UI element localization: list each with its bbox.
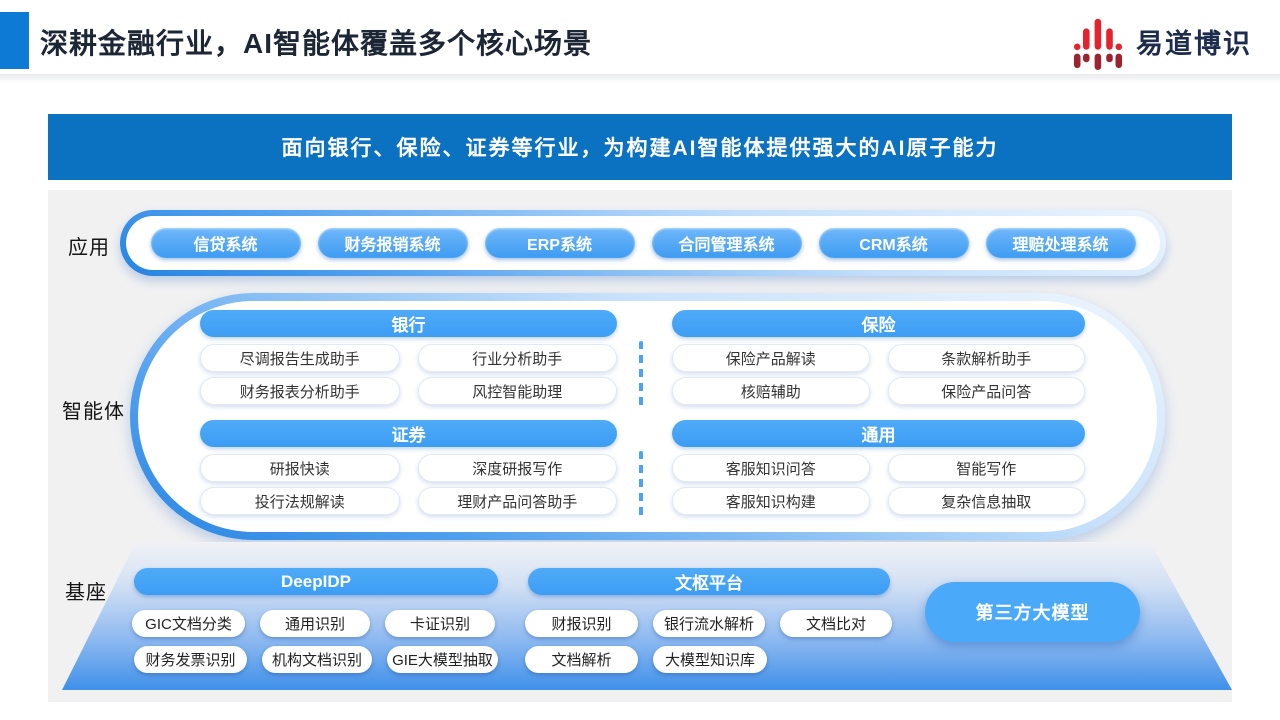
group-header-bank: 银行 [200, 310, 617, 337]
agent-item: 智能写作 [887, 454, 1085, 482]
base-item: 银行流水解析 [653, 610, 765, 637]
red-soundwave-bars-icon [1073, 18, 1123, 70]
agent-item: 理财产品问答助手 [417, 487, 617, 515]
agent-row: 研报快读 深度研报写作 [200, 454, 617, 482]
group-header-general: 通用 [672, 420, 1085, 447]
agent-item: 复杂信息抽取 [887, 487, 1085, 515]
header-divider [0, 74, 1280, 83]
application-row-label: 应用 [68, 237, 110, 259]
system-pill-erp: ERP系统 [484, 228, 635, 258]
column-divider-dashed-line [639, 341, 643, 407]
base-item: 卡证识别 [385, 610, 495, 637]
column-divider-dashed-line [639, 451, 643, 517]
agent-item: 核赔辅助 [672, 377, 870, 405]
agent-row: 核赔辅助 保险产品问答 [672, 377, 1085, 405]
base-item: GIE大模型抽取 [387, 646, 498, 673]
company-logo: 易道博识 [1070, 12, 1252, 70]
system-pill-crm: CRM系统 [818, 228, 969, 258]
agent-row: 投行法规解读 理财产品问答助手 [200, 487, 617, 515]
agent-item: 条款解析助手 [887, 344, 1085, 372]
base-item: 机构文档识别 [262, 646, 372, 673]
agent-item: 保险产品问答 [887, 377, 1085, 405]
agent-item: 尽调报告生成助手 [200, 344, 400, 372]
base-item: GIC文档分类 [132, 610, 245, 637]
group-header-insurance: 保险 [672, 310, 1085, 337]
system-pill-expense: 财务报销系统 [317, 228, 468, 258]
agent-row: 财务报表分析助手 风控智能助理 [200, 377, 617, 405]
agent-item: 投行法规解读 [200, 487, 400, 515]
title-accent-bar [0, 12, 29, 69]
application-systems-capsule: 信贷系统 财务报销系统 ERP系统 合同管理系统 CRM系统 理赔处理系统 [120, 210, 1166, 276]
application-systems-container: 信贷系统 财务报销系统 ERP系统 合同管理系统 CRM系统 理赔处理系统 [126, 216, 1160, 270]
platform-header-deepidp: DeepIDP [134, 568, 498, 595]
agent-item: 风控智能助理 [417, 377, 617, 405]
agent-item: 行业分析助手 [417, 344, 617, 372]
base-item: 财务发票识别 [134, 646, 247, 673]
agents-column-right: 保险 保险产品解读 条款解析助手 核赔辅助 保险产品问答 通用 客服知识问答 智… [672, 310, 1085, 520]
headline-banner-text: 面向银行、保险、证券等行业，为构建AI智能体提供强大的AI原子能力 [281, 137, 999, 160]
agents-panel: 银行 尽调报告生成助手 行业分析助手 财务报表分析助手 风控智能助理 证券 研报… [130, 293, 1165, 540]
agents-column-left: 银行 尽调报告生成助手 行业分析助手 财务报表分析助手 风控智能助理 证券 研报… [200, 310, 617, 520]
agent-item: 客服知识构建 [672, 487, 870, 515]
agents-panel-inner: 银行 尽调报告生成助手 行业分析助手 财务报表分析助手 风控智能助理 证券 研报… [138, 301, 1157, 532]
agent-item: 客服知识问答 [672, 454, 870, 482]
agents-row-label: 智能体 [62, 401, 125, 423]
agent-row: 保险产品解读 条款解析助手 [672, 344, 1085, 372]
system-pill-credit: 信贷系统 [150, 228, 301, 258]
headline-banner: 面向银行、保险、证券等行业，为构建AI智能体提供强大的AI原子能力 [48, 114, 1232, 180]
base-item: 财报识别 [525, 610, 638, 637]
base-item: 通用识别 [260, 610, 370, 637]
system-pill-claims: 理赔处理系统 [985, 228, 1136, 258]
base-item: 文档比对 [780, 610, 892, 637]
page-title: 深耕金融行业，AI智能体覆盖多个核心场景 [40, 28, 593, 59]
base-row-label: 基座 [65, 582, 107, 604]
diagram-stage: 应用 信贷系统 财务报销系统 ERP系统 合同管理系统 CRM系统 理赔处理系统… [48, 190, 1232, 702]
company-logo-text: 易道博识 [1136, 28, 1252, 59]
base-item: 大模型知识库 [653, 646, 767, 673]
base-item: 文档解析 [525, 646, 638, 673]
agent-row: 客服知识构建 复杂信息抽取 [672, 487, 1085, 515]
platform-header-wenshu: 文枢平台 [528, 568, 890, 595]
agent-item: 保险产品解读 [672, 344, 870, 372]
group-header-securities: 证券 [200, 420, 617, 447]
agent-row: 客服知识问答 智能写作 [672, 454, 1085, 482]
agent-item: 财务报表分析助手 [200, 377, 400, 405]
agent-item: 研报快读 [200, 454, 400, 482]
third-party-llm-pill: 第三方大模型 [925, 582, 1140, 642]
agent-row: 尽调报告生成助手 行业分析助手 [200, 344, 617, 372]
system-pill-contract: 合同管理系统 [651, 228, 802, 258]
agent-item: 深度研报写作 [417, 454, 617, 482]
